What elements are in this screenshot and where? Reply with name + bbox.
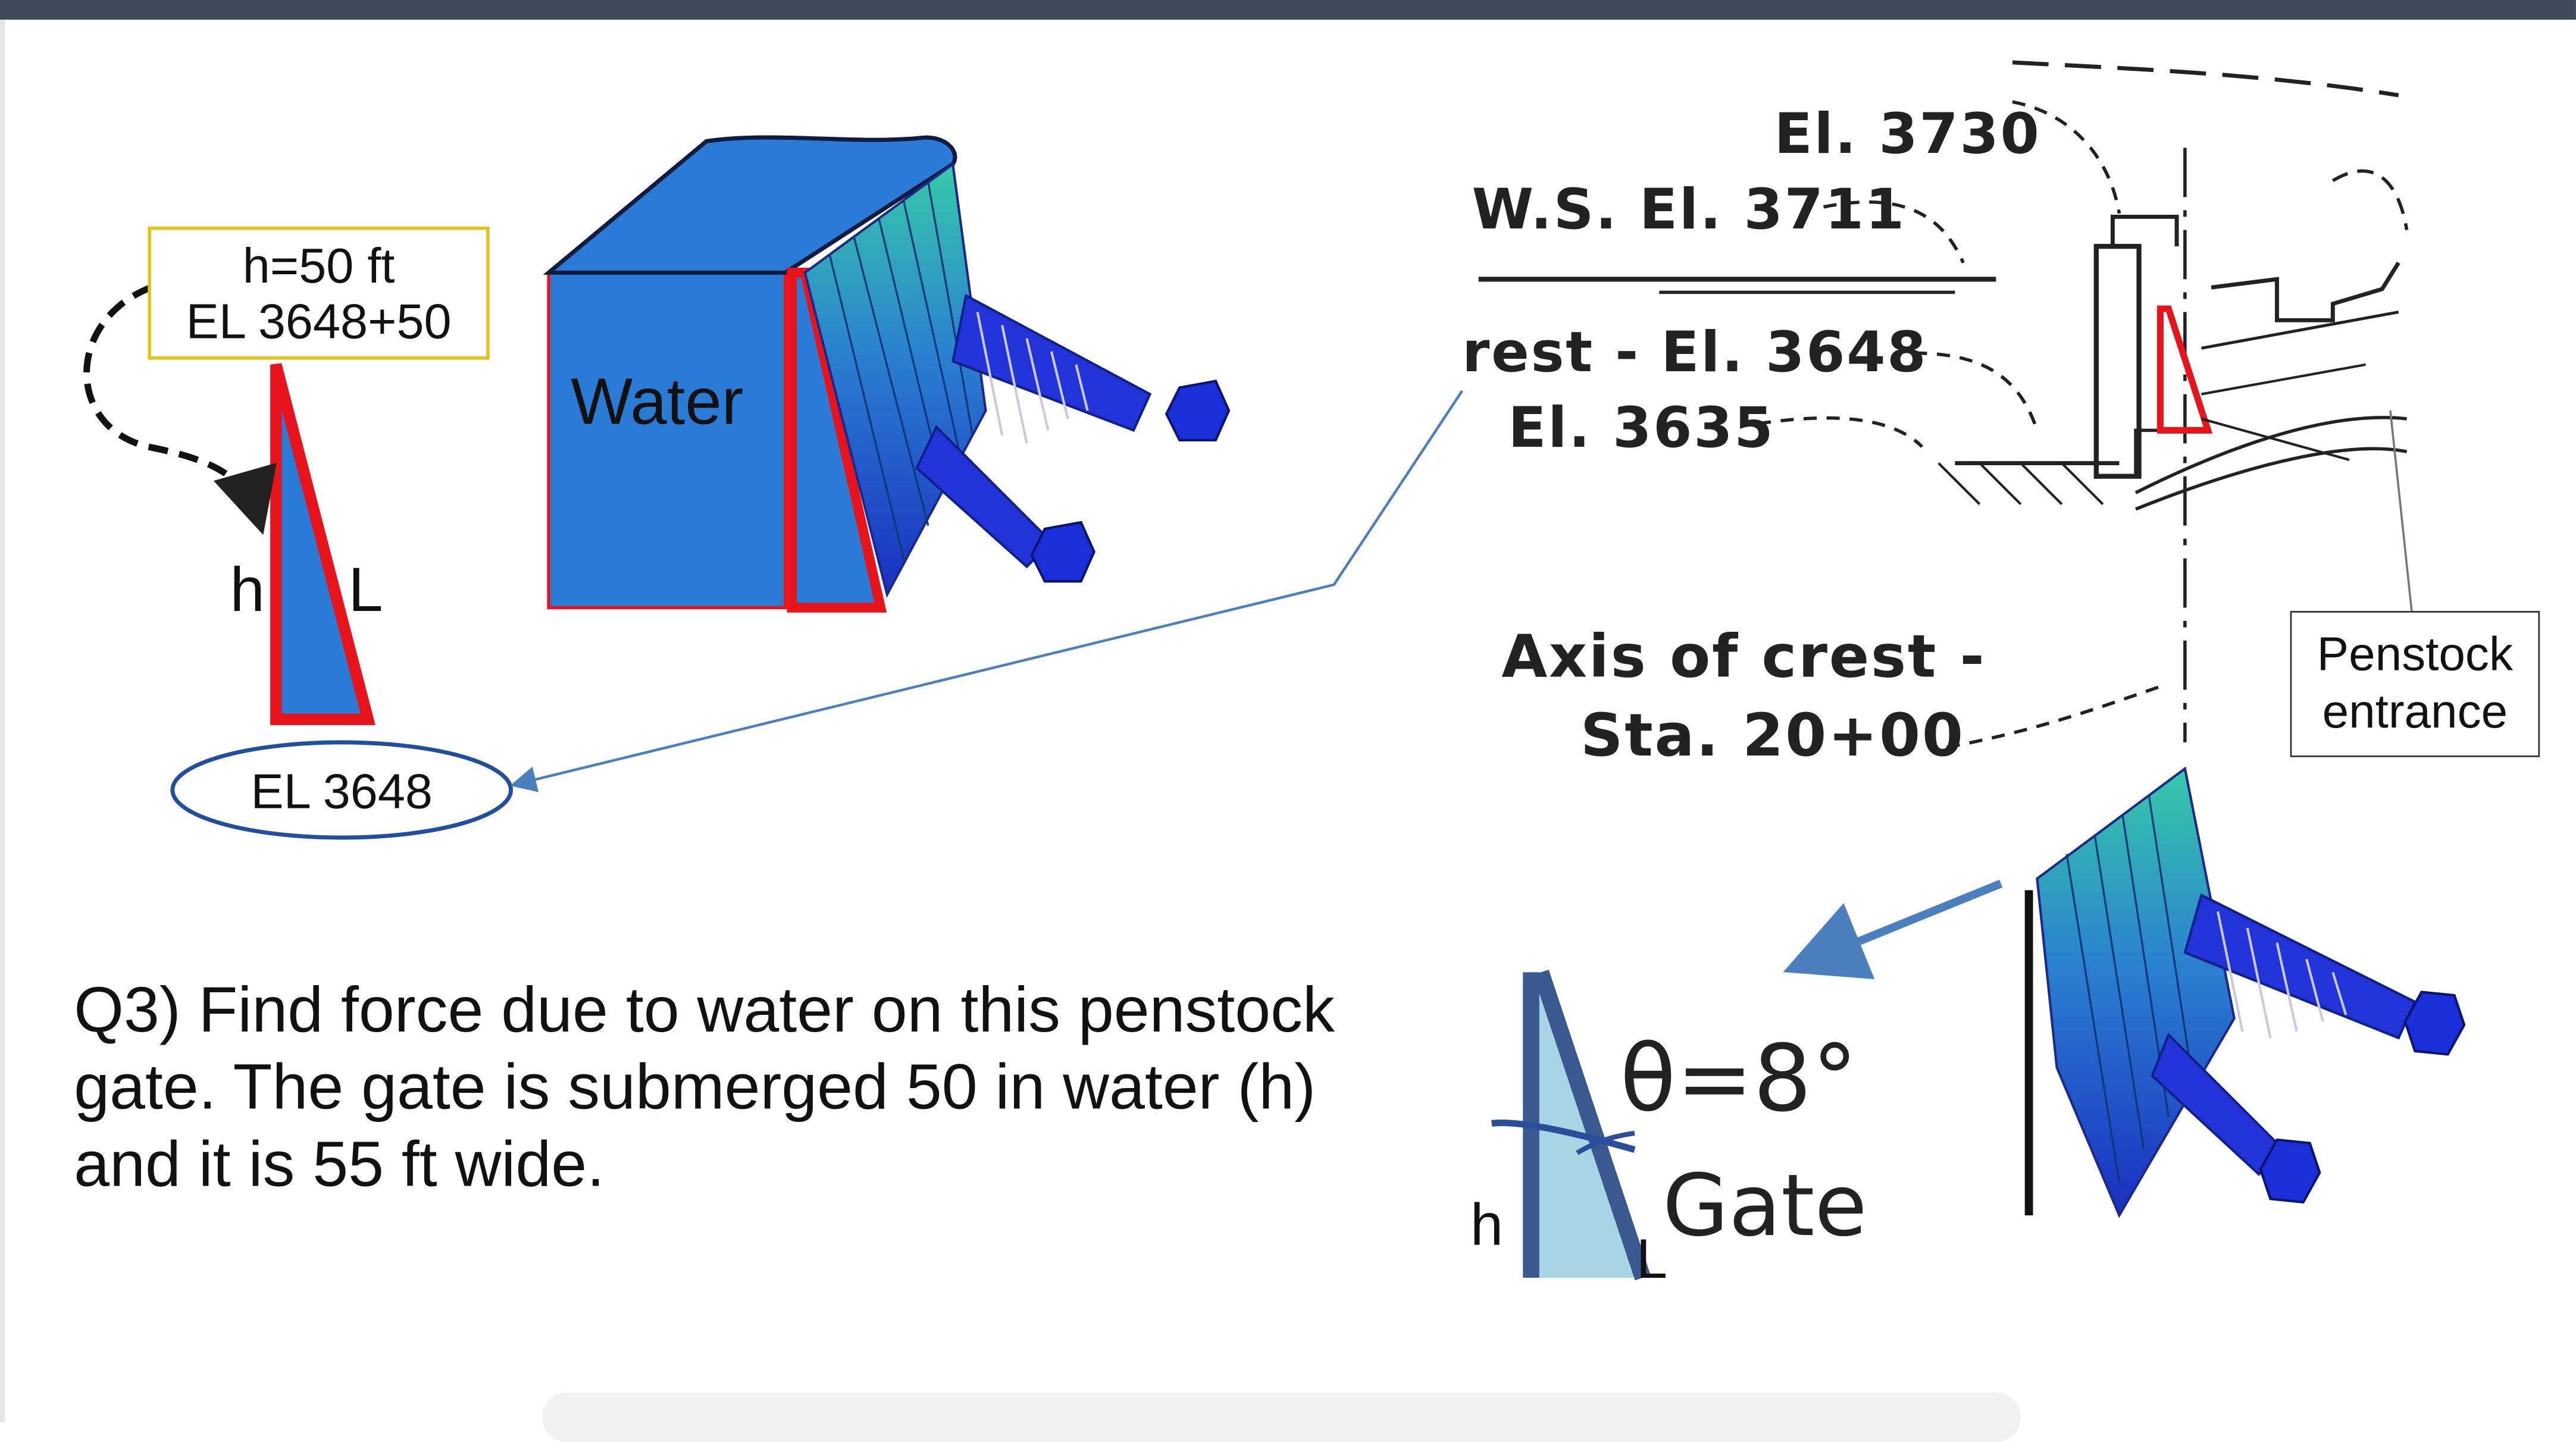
- water-label: Water: [571, 365, 743, 438]
- el-3730-label: El. 3730: [1774, 102, 2041, 167]
- height-label-line1: h=50 ft: [242, 240, 395, 294]
- left-h-label: h: [230, 555, 265, 625]
- gate-structure-top: [803, 162, 1231, 598]
- height-label-line2: EL 3648+50: [186, 295, 452, 350]
- station-label: Sta. 20+00: [1580, 701, 1965, 770]
- crest-el-3648-label: rest - El. 3648: [1462, 320, 1927, 385]
- penstock-line1: Penstock: [2317, 629, 2514, 682]
- theta-label: θ=8°: [1620, 1025, 1858, 1132]
- connector-line: [510, 390, 1463, 792]
- top-bar: [0, 0, 2576, 20]
- base-ellipse-label: EL 3648: [251, 763, 433, 819]
- gate-h-label: h: [1470, 1192, 1503, 1258]
- gate-arrow: [1783, 879, 2003, 980]
- left-l-label: L: [348, 555, 383, 625]
- left-edge: [0, 20, 5, 1422]
- pressure-triangle: [270, 363, 375, 725]
- el-3635-label: El. 3635: [1508, 396, 1774, 460]
- water-block: [543, 135, 957, 613]
- engineering-drawing: [1478, 60, 2413, 749]
- gate-l-label: L: [1636, 1227, 1667, 1290]
- gate-label: Gate: [1663, 1156, 1867, 1255]
- question-text: Q3) Find force due to water on this pens…: [74, 975, 1335, 1201]
- gate-structure-bottom: [2024, 766, 2466, 1218]
- gate-detail: [1491, 970, 1651, 1281]
- penstock-line2: entrance: [2322, 686, 2508, 739]
- dashed-curve-arrow: [83, 284, 277, 535]
- penstock-entrance-box: Penstock entrance: [2290, 611, 2540, 757]
- height-label-box: h=50 ft EL 3648+50: [148, 226, 490, 360]
- axis-of-crest-label: Axis of crest -: [1501, 622, 1986, 691]
- ws-el-3711-label: W.S. El. 3711: [1472, 177, 1906, 242]
